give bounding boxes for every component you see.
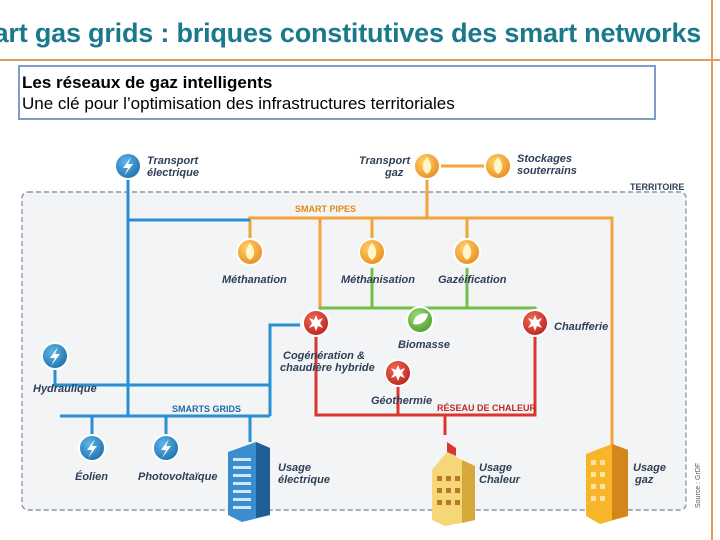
methanisation-label: Méthanisation <box>341 274 415 286</box>
biomasse-label: Biomasse <box>398 339 450 351</box>
slide-title: Smart gas grids : briques constitutives … <box>0 18 720 49</box>
smart-gas-grid-diagram: TERRITOIRE SMART PIPES RÉSEAU DE CHALEUR… <box>0 130 720 540</box>
geothermie-label: Géothermie <box>371 395 432 407</box>
subtitle-text: Une clé pour l’optimisation des infrastr… <box>22 93 654 114</box>
chaufferie-label: Chaufferie <box>554 321 608 333</box>
smart-grids-label: SMARTS GRIDS <box>172 404 241 414</box>
gazeification-label: Gazéification <box>438 274 507 286</box>
hydraulique-label: Hydraulique <box>33 383 97 395</box>
title-divider <box>0 59 720 61</box>
heat-network-label: RÉSEAU DE CHALEUR <box>437 403 537 413</box>
source-credit: Source : GrDF <box>695 463 702 508</box>
eolien-label: Éolien <box>75 470 108 483</box>
territory-label: TERRITOIRE <box>630 182 684 192</box>
photovoltaique-label: Photovoltaïque <box>138 471 217 483</box>
smart-pipes-label: SMART PIPES <box>295 204 356 214</box>
subtitle-heading: Les réseaux de gaz intelligents <box>22 72 654 93</box>
subtitle-box: Les réseaux de gaz intelligents Une clé … <box>18 65 656 120</box>
methanation-label: Méthanation <box>222 274 287 286</box>
building-windows-icon <box>437 476 460 505</box>
cogeneration-label: Cogénération &chaudière hybride <box>280 350 375 374</box>
